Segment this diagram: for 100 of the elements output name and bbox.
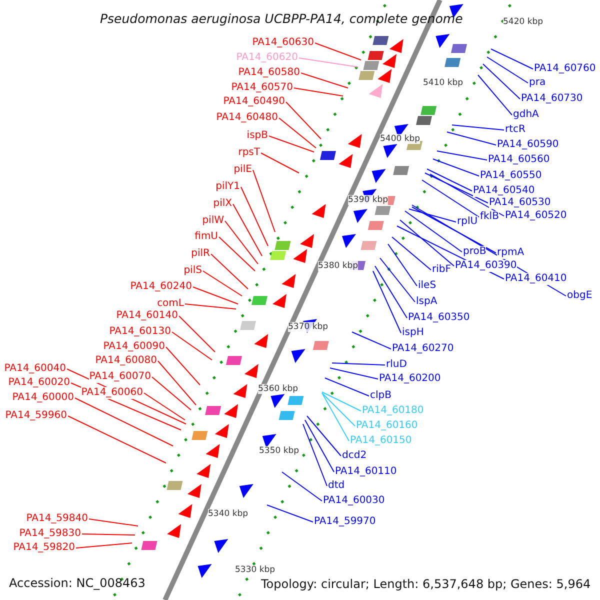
leader-line [374, 266, 408, 318]
leader-line [152, 376, 192, 410]
gene-label: PA14_60200 [379, 373, 441, 385]
scale-label: 5390 kbp [348, 195, 388, 205]
leader-line [322, 392, 356, 426]
leader-line [322, 392, 362, 412]
leader-line [314, 42, 362, 60]
gene-label: PA14_60180 [362, 405, 424, 417]
gene-label: PA14_59820 [13, 542, 75, 554]
leader-line [300, 72, 348, 88]
scale-label: 5330 kbp [235, 565, 276, 575]
gene-label: lspA [416, 296, 438, 308]
gene-label: PA14_60410 [505, 273, 567, 285]
gene-label: PA14_60520 [505, 210, 567, 222]
gene-label: PA14_60130 [109, 326, 171, 338]
gene-label: gdhA [513, 109, 539, 121]
title: Pseudomonas aeruginosa UCBPP-PA14, complete genome [100, 11, 463, 26]
leader-line [232, 204, 262, 256]
gene-label: PA14_59960 [5, 410, 67, 422]
gene-label: pilR [191, 248, 210, 260]
gene-label: pra [529, 77, 546, 89]
leader-line [88, 518, 138, 526]
gene-label: PA14_60020 [8, 377, 70, 389]
scale-label: 5400 kbp [380, 134, 420, 144]
leader-line [218, 236, 256, 272]
scale-label: 5420 kbp [503, 17, 544, 27]
gene-label: PA14_60060 [81, 387, 143, 399]
gene-label: ispH [402, 327, 424, 339]
leader-line [490, 48, 534, 70]
leader-line [202, 270, 242, 296]
gene-label: pilX [213, 198, 232, 210]
gene-label: PA14_60150 [350, 435, 412, 447]
gene-label: PA14_60070 [89, 371, 151, 383]
leader-line [392, 236, 432, 270]
leader-line [430, 174, 504, 216]
leader-line [436, 150, 488, 160]
gene-label: PA14_60630 [252, 37, 314, 49]
gene-label: PA14_60530 [489, 197, 551, 209]
gene-label: rplU [457, 216, 478, 228]
leader-line [76, 542, 132, 548]
gene-label: ispB [246, 130, 268, 142]
gene-label: PA14_60540 [473, 185, 535, 197]
leader-line [172, 332, 212, 360]
gene-label: rpsT [238, 147, 260, 159]
gene-label: PA14_60030 [323, 495, 385, 507]
leader-line [304, 420, 334, 472]
scale-label: 5350 kbp [259, 446, 300, 456]
leader-line [158, 360, 196, 406]
gene-label: PA14_59840 [26, 513, 88, 525]
leader-line [482, 64, 520, 100]
leader-line [252, 170, 276, 232]
gene-label: PA14_60550 [480, 170, 542, 182]
leader-line [352, 332, 392, 350]
leader-line [446, 132, 496, 146]
gene-label: proB [463, 246, 486, 258]
gene-label: PA14_60580 [238, 67, 300, 79]
leader-line [178, 316, 216, 352]
scale-label: 5370 kbp [288, 322, 328, 332]
leader-line [372, 270, 402, 334]
leader-line [240, 186, 268, 246]
gene-label: obgE [567, 290, 592, 302]
leader-line [426, 168, 472, 192]
leader-line [166, 346, 200, 386]
gene-label: PA14_60090 [103, 341, 165, 353]
leader-line [486, 56, 528, 84]
leader-line [74, 398, 174, 446]
leader-line [306, 416, 342, 456]
leader-line [324, 378, 370, 396]
leader-line [404, 210, 462, 252]
gene-label: PA14_60040 [4, 363, 66, 375]
gene-label: PA14_60590 [497, 139, 559, 151]
gene-label: PA14_60350 [408, 312, 470, 324]
leader-line [68, 416, 166, 464]
leader-line [412, 206, 496, 254]
leader-line [452, 124, 504, 130]
gene-label: PA14_60490 [223, 96, 285, 108]
leader-line [400, 220, 454, 266]
leader-line [332, 362, 386, 366]
gene-label: PA14_60620 [236, 52, 298, 64]
leader-line [224, 220, 258, 264]
scale-label: 5360 kbp [258, 384, 298, 394]
gene-label: PA14_60480 [216, 112, 278, 124]
gene-label: pilE [234, 164, 252, 176]
leader-line [282, 472, 322, 502]
leader-line [260, 152, 300, 174]
gene-label: rpmA [497, 247, 524, 259]
gene-label: PA14_60110 [335, 466, 397, 478]
gene-label: PA14_60140 [116, 310, 178, 322]
gene-label: clpB [370, 390, 392, 402]
leader-line [422, 180, 480, 218]
gene-label: PA14_60240 [130, 281, 192, 293]
footer-text: Topology: circular; Length: 6,537,648 bp; Genes: 5,964 [261, 577, 591, 591]
gene-label: PA14_60080 [95, 355, 157, 367]
leader-line [322, 392, 350, 442]
leader-line [268, 136, 314, 152]
gene-label: PA14_60000 [12, 392, 74, 404]
gene-label: PA14_60270 [392, 343, 454, 355]
leader-line [302, 424, 328, 486]
leader-line [286, 102, 322, 140]
gene-label: PA14_60560 [488, 154, 550, 166]
